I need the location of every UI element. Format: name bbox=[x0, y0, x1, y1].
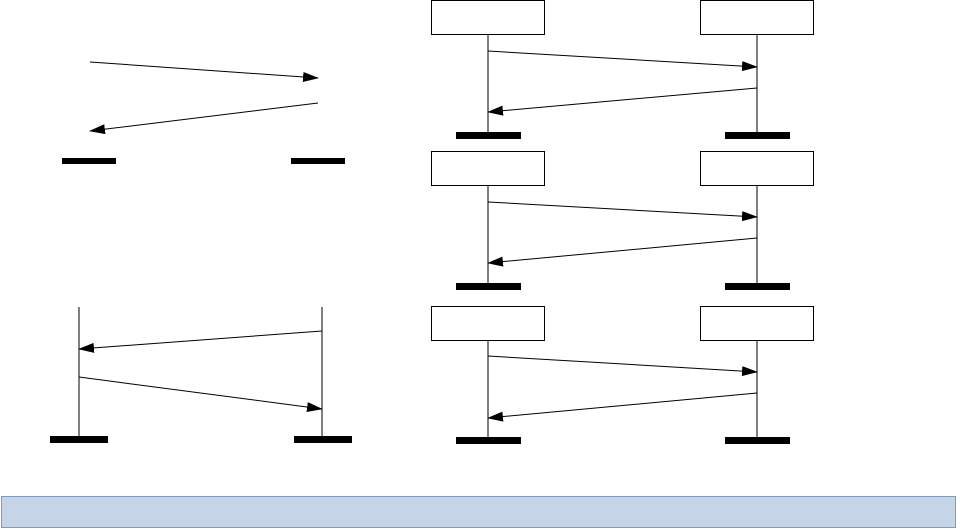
message-arrow-left bbox=[487, 87, 758, 116]
participant-box-right bbox=[700, 0, 814, 35]
lifeline-terminator-right bbox=[725, 283, 790, 290]
participant-box-right bbox=[700, 306, 814, 341]
sequence-diagram-2 bbox=[431, 151, 814, 290]
message-arrow-left bbox=[78, 330, 323, 353]
participant-box-left bbox=[431, 151, 545, 186]
message-arrow-left bbox=[487, 237, 758, 267]
status-bar bbox=[1, 496, 956, 528]
message-arrow-right bbox=[487, 201, 758, 222]
participant-box-left bbox=[431, 0, 545, 35]
sequence-diagram-3 bbox=[431, 306, 814, 444]
fragment-lifelines bbox=[50, 307, 352, 443]
lifeline-terminator-right bbox=[725, 132, 790, 139]
participant-box-left bbox=[431, 306, 545, 341]
lifeline-terminator-right bbox=[294, 436, 352, 443]
message-arrow-right bbox=[89, 61, 319, 82]
message-arrow-right bbox=[487, 355, 758, 377]
fragment-arrows-only bbox=[62, 61, 345, 164]
lifeline-terminator-left bbox=[62, 158, 116, 164]
message-arrow-left bbox=[89, 102, 319, 135]
message-arrow-right bbox=[78, 376, 323, 412]
participant-box-right bbox=[700, 151, 814, 186]
lifeline-terminator-left bbox=[456, 132, 521, 139]
message-arrow-right bbox=[487, 50, 758, 72]
lifeline-terminator-left bbox=[456, 437, 521, 444]
lifeline-terminator-left bbox=[456, 283, 521, 290]
message-arrow-left bbox=[487, 392, 758, 422]
lifeline-terminator-right bbox=[725, 437, 790, 444]
lifeline-terminator-left bbox=[50, 436, 108, 443]
lifeline-terminator-right bbox=[291, 158, 345, 164]
sequence-diagram-1 bbox=[431, 0, 814, 139]
